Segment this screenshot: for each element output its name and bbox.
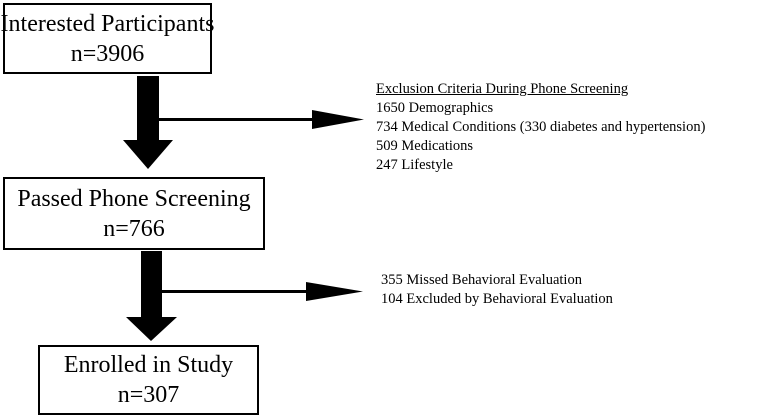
enrolled-in-study-count: n=307	[117, 382, 180, 408]
passed-phone-screening-title: Passed Phone Screening	[17, 185, 251, 212]
interested-participants-count: n=3906	[70, 40, 145, 67]
passed-phone-screening-box: Passed Phone Screening n=766	[3, 177, 265, 250]
phone-exclusion-item: 1650 Demographics	[376, 100, 494, 116]
enrolled-in-study-title: Enrolled in Study	[63, 352, 234, 378]
behavioral-exclusion-item: 355 Missed Behavioral Evaluation	[381, 272, 582, 288]
behavioral-evaluation-exclusions: 355 Missed Behavioral Evaluation 104 Exc…	[381, 271, 613, 309]
phone-exclusion-item: 509 Medications	[376, 138, 474, 154]
phone-screening-exclusions: Exclusion Criteria During Phone Screenin…	[376, 80, 705, 175]
passed-phone-screening-count: n=766	[103, 215, 165, 242]
phone-exclusions-heading: Exclusion Criteria During Phone Screenin…	[376, 81, 629, 97]
interested-participants-title: Interested Participants	[0, 10, 215, 37]
behavioral-exclusion-item: 104 Excluded by Behavioral Evaluation	[381, 291, 613, 307]
right-arrow-phone-exclusions	[159, 110, 364, 129]
down-arrow-2	[126, 251, 177, 341]
phone-exclusion-item: 734 Medical Conditions (330 diabetes and…	[376, 119, 706, 135]
enrolled-in-study-box: Enrolled in Study n=307	[38, 345, 259, 415]
down-arrow-1	[123, 76, 173, 169]
phone-exclusion-item: 247 Lifestyle	[376, 157, 453, 173]
interested-participants-box: Interested Participants n=3906	[0, 3, 215, 74]
right-arrow-behavioral-exclusions	[162, 282, 363, 301]
